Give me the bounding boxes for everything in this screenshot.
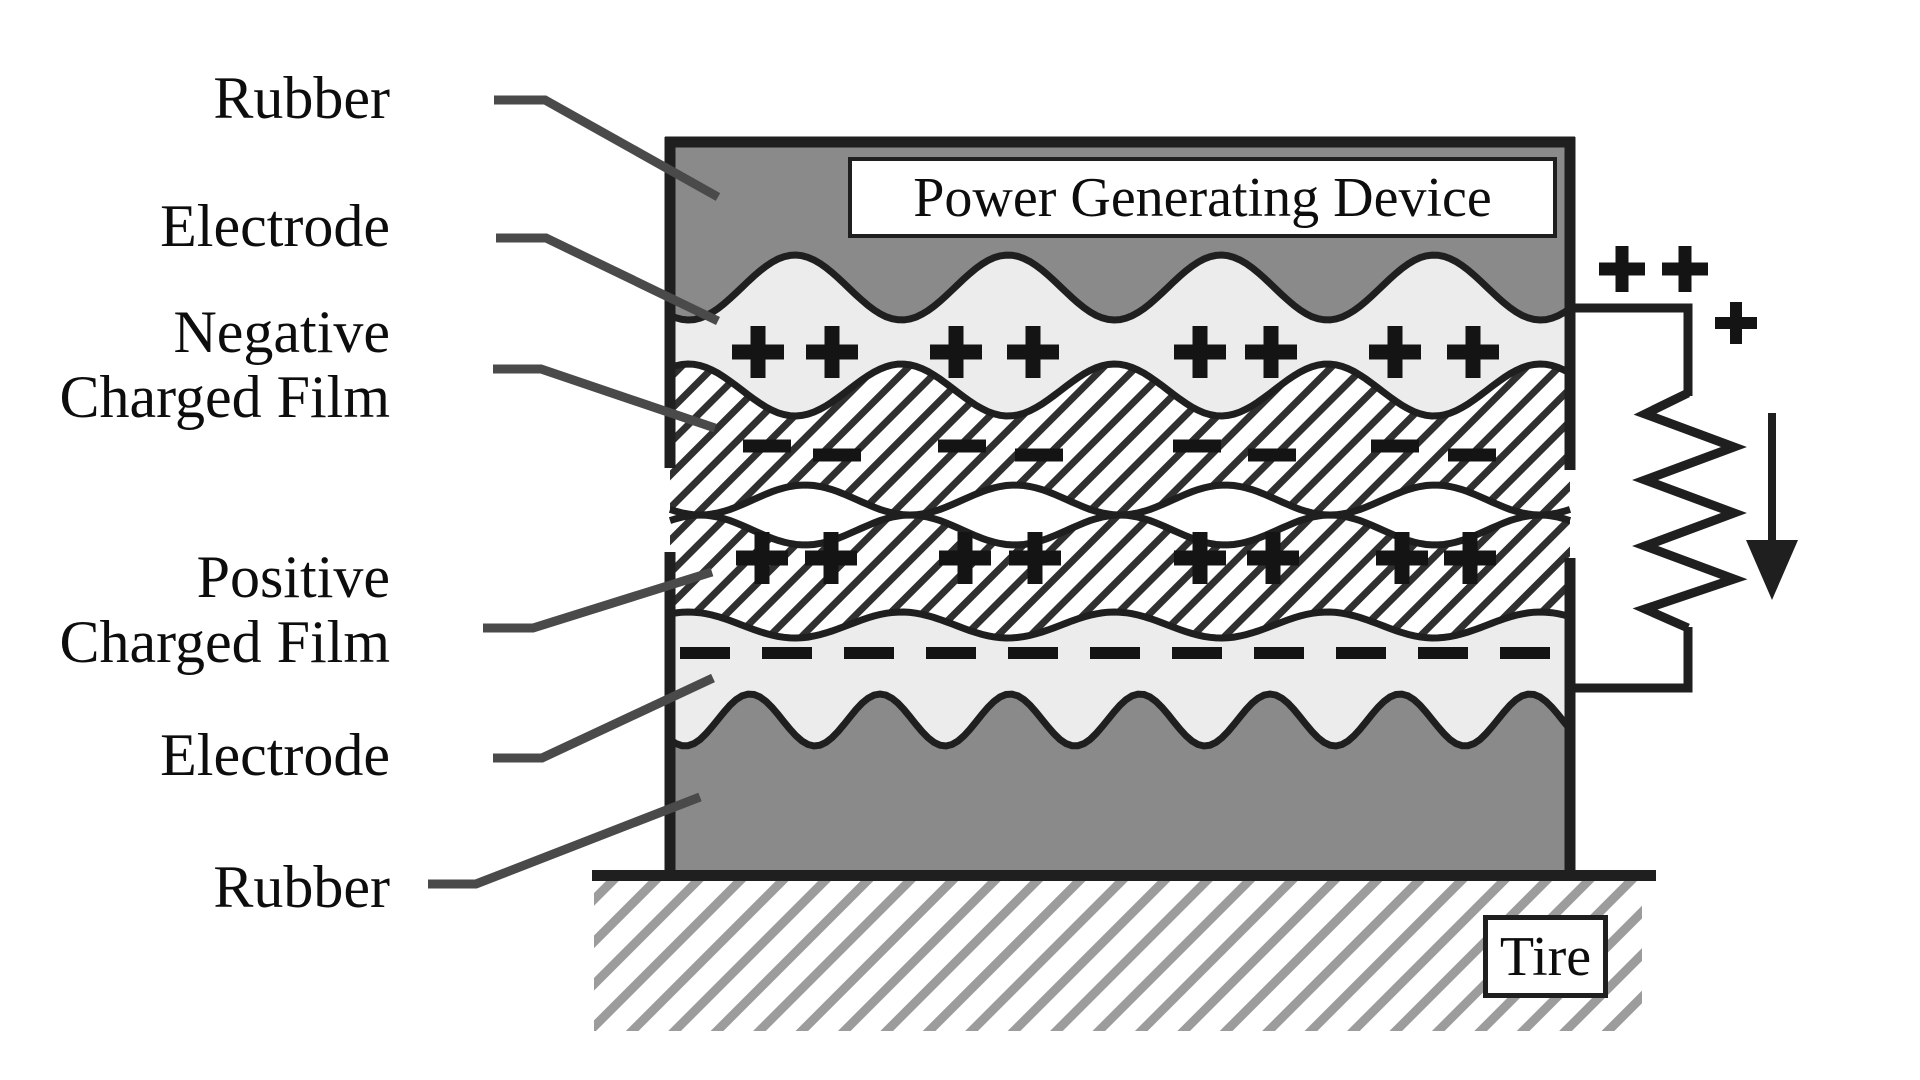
label-negative-film-line1: Negative [173,299,390,365]
label-rubber-top: Rubber [0,66,390,131]
tire-hatch-area [594,881,1642,1031]
layer-boundary-lines [668,251,1573,750]
minus-charge-negative-film [1448,448,1496,462]
label-rubber-top-text: Rubber [213,65,390,131]
plus-charge-top-electrode [732,326,784,378]
minus-charge-bottom-electrode [762,647,812,659]
plus-charge-circuit [1599,246,1645,292]
circuit-wire-bottom [1570,627,1693,693]
label-electrode-top-text: Electrode [160,193,390,259]
label-negative-film-line2: Charged Film [59,364,390,430]
minus-charge-negative-film [938,439,986,453]
plus-charge-positive-film [1247,532,1299,584]
plus-charge-top-electrode [1245,326,1297,378]
plus-charge-top-electrode [1174,326,1226,378]
plus-charge-top-electrode [1007,326,1059,378]
external-circuit [1570,303,1776,693]
pointer-electrode-bottom [493,673,715,763]
minus-charge-bottom-electrode [1172,647,1222,659]
label-rubber-bottom: Rubber [0,855,390,920]
plus-charge-top-electrode [930,326,982,378]
charge-symbols [680,246,1757,659]
device-layer-bands [670,137,1570,876]
pointer-rubber-bottom [428,792,702,889]
pointer-rubber-top [494,95,721,201]
plus-charge-positive-film [1444,532,1496,584]
label-positive-film-line2: Charged Film [59,609,390,675]
label-rubber-bottom-text: Rubber [213,854,390,920]
label-electrode-bottom-text: Electrode [160,722,390,788]
resistor-icon [1632,388,1748,633]
minus-charge-negative-film [1248,448,1296,462]
plus-charge-top-electrode [1447,326,1499,378]
label-pointers [428,95,721,889]
plus-charge-positive-film [939,532,991,584]
minus-charge-bottom-electrode [844,647,894,659]
label-negative-film: Negative Charged Film [0,300,390,430]
plus-charge-positive-film [736,532,788,584]
power-generating-device-text: Power Generating Device [913,166,1492,229]
minus-charge-negative-film [813,448,861,462]
label-electrode-top: Electrode [0,194,390,259]
minus-charge-negative-film [1173,439,1221,453]
boundary-electrode-negfilm [668,360,1572,420]
circuit-wire-top [1570,303,1693,396]
tire-surface-line [592,870,1656,881]
boundary-rubber-electrode-top [668,251,1572,324]
label-electrode-bottom: Electrode [0,723,390,788]
plus-charge-top-electrode [1369,326,1421,378]
minus-charge-negative-film [1371,439,1419,453]
minus-charge-bottom-electrode [926,647,976,659]
layer-electrode-bottom [670,612,1570,746]
plus-charge-circuit [1662,246,1708,292]
plus-charge-positive-film [805,532,857,584]
layer-positive-film-hatch [670,515,1570,638]
label-positive-film: Positive Charged Film [0,545,390,675]
plus-charge-positive-film [1174,532,1226,584]
tire-label: Tire [1483,915,1608,998]
pointer-electrode-top [496,233,720,326]
label-positive-film-line1: Positive [196,544,390,610]
plus-charge-top-electrode [806,326,858,378]
boundary-gap-posfilm [668,511,1572,549]
pointer-positive-film [483,567,714,633]
minus-charge-bottom-electrode [1254,647,1304,659]
plus-charge-positive-film [1376,532,1428,584]
minus-charge-bottom-electrode [1336,647,1386,659]
minus-charge-bottom-electrode [1500,647,1550,659]
minus-charge-bottom-electrode [680,647,730,659]
minus-charge-bottom-electrode [1090,647,1140,659]
minus-charge-negative-film [1015,448,1063,462]
plus-charge-positive-film [1009,532,1061,584]
layer-negative-film-hatch [670,364,1570,515]
power-generating-device-label: Power Generating Device [848,157,1557,238]
boundary-posfilm-electrode [669,608,1571,642]
boundary-electrode-rubber-bottom [668,690,1573,750]
minus-charge-negative-film [743,439,791,453]
layer-rubber-bottom [670,694,1570,876]
pointer-negative-film [493,364,717,433]
plus-charge-circuit-single [1715,302,1757,344]
tire-label-text: Tire [1499,925,1592,988]
current-arrow-icon [1746,540,1798,600]
layer-electrode-top [670,255,1570,416]
minus-charge-bottom-electrode [1418,647,1468,659]
minus-charge-bottom-electrode [1008,647,1058,659]
